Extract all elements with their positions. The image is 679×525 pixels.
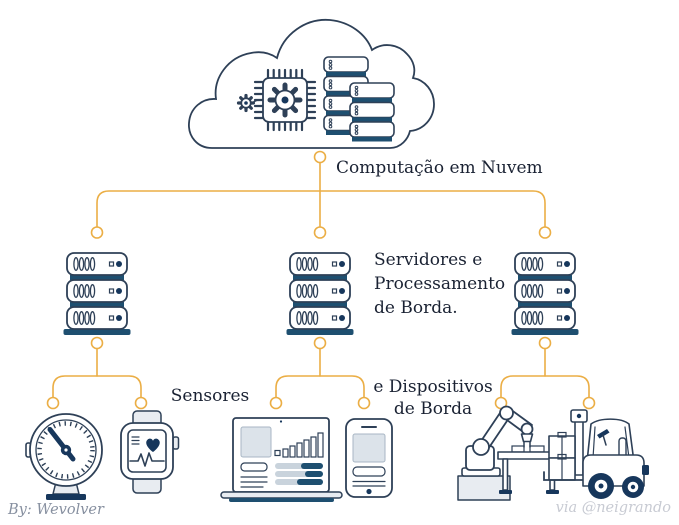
edge-devices-label: e Dispositivos de Borda [373,377,492,419]
connector-node [313,150,327,164]
edge-servers-label-line3: de Borda. [374,298,458,318]
edge-devices-label-line1: e Dispositivos [373,377,492,397]
robot-arm-icon [457,405,561,501]
via-credit: via @neigrando [556,500,672,516]
edge-devices-label-line2: de Borda [394,399,472,419]
pressure-gauge-icon [25,413,103,500]
server-rack-icon [285,252,355,336]
sensors-label: Sensores [171,386,250,406]
connector-node [313,226,327,239]
progress-bars-icon [275,463,323,485]
gear-icon [267,82,303,118]
servers-to-devices-connectors [46,336,596,410]
cpu-chip-icon [253,68,317,132]
bar-chart-icon [274,432,324,458]
small-gear-icon [236,93,263,113]
smartphone-icon [345,418,393,498]
forklift-icon [543,409,649,499]
cloud-computing-label: Computação em Nuvem [336,158,543,178]
edge-servers-label: Servidores e Processamento de Borda. [374,250,505,318]
server-stack-icon [323,56,395,143]
cloud-icon [188,19,435,149]
server-rack-icon [62,252,132,336]
heart-icon [146,438,160,452]
cloud-to-servers-connector [90,150,552,239]
author-credit: By: Wevolver [7,502,105,518]
smartwatch-icon [120,410,180,494]
cargo-boxes-icon [548,431,576,481]
connector-node [538,226,552,239]
server-rack-icon [510,252,580,336]
edge-servers-label-line1: Servidores e [374,250,482,270]
edge-servers-label-line2: Processamento [374,274,505,294]
laptop-analytics-icon [220,417,343,502]
connector-node [90,226,104,239]
